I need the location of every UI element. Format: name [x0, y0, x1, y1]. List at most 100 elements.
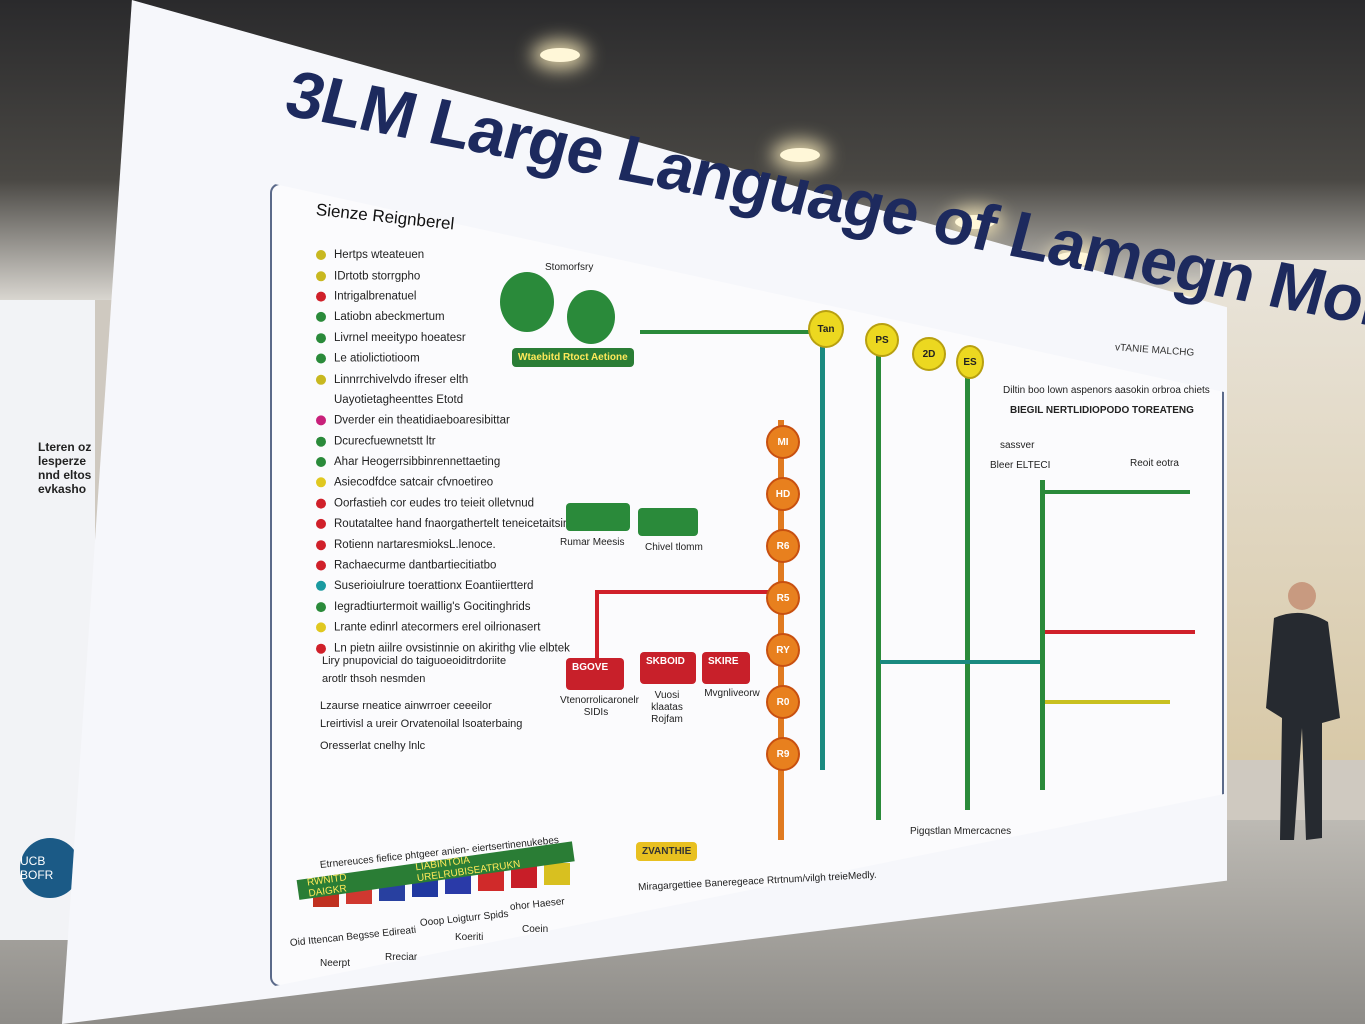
yellow-node: ES — [956, 345, 984, 379]
station-node: MI — [766, 425, 800, 459]
red-box-caption: Vuosi klaatas Rojfam — [651, 690, 683, 725]
green-line — [1040, 490, 1190, 494]
red-box-caption: Vtenorrolicaronelr SIDIs — [560, 695, 639, 718]
legend-item: IDrtotb storrgpho — [316, 266, 570, 286]
legend-item: Iegradtiurtermoit waillig's Gocitinghrid… — [316, 597, 570, 617]
color-swatch — [511, 865, 537, 888]
legend-label: Rotienn nartaresmioksL.lenoce. — [334, 538, 496, 551]
legend-item: Livrnel meeitypo hoeatesr — [316, 328, 570, 348]
side-text-line: evkasho — [38, 482, 87, 496]
green-box-caption: Chivel tlomm — [645, 542, 703, 553]
legend-dot-icon — [316, 270, 326, 281]
legend-dot-icon — [316, 622, 326, 633]
legend-label: Latiobn abeckmertum — [334, 311, 445, 324]
red-box-caption: Mvgnliveorw — [704, 688, 760, 699]
station-node: R6 — [766, 529, 800, 563]
side-text-line: nnd eltos — [38, 468, 92, 482]
legend-dot-icon — [316, 353, 326, 364]
legend-dot-icon — [316, 498, 326, 509]
legend-label: Iegradtiurtermoit waillig's Gocitinghrid… — [334, 600, 531, 613]
legend-dot-icon — [316, 560, 326, 571]
yellow-node: PS — [865, 323, 899, 357]
legend-dot-icon — [316, 457, 326, 468]
top-label: Stomorfsry — [545, 262, 594, 273]
red-line — [1040, 630, 1195, 634]
green-box-caption: Rumar Meesis — [560, 537, 625, 548]
green-box — [566, 503, 630, 531]
legend-item: Ahar Heogerrsibbinrennettaeting — [316, 452, 570, 472]
legend-label: Ln pietn aiilre ovsistinnie on akirithg … — [334, 642, 570, 655]
legend-label: Dcurecfuewnetstt ltr — [334, 435, 436, 448]
legend-label: Intrigalbrenatuel — [334, 290, 417, 303]
logo-text: UCB BOFR — [20, 854, 54, 882]
legend-note: Liry pnupovicial do taiguoeoiditrdoriite — [322, 655, 507, 667]
right-caption: Pigqstlan Mmercacnes — [910, 826, 1012, 837]
green-line — [876, 340, 881, 820]
side-panel-text: Lteren oz lesperze nnd eltos evkasho — [38, 440, 91, 496]
green-banner: Wtaebitd Rtoct Aetione — [512, 348, 634, 367]
station-node: RY — [766, 633, 800, 667]
right-text: Diltin boo lown aspenors aasokin orbroa … — [1003, 385, 1210, 396]
legend-dot-icon — [316, 519, 326, 530]
legend-item: Linnrrchivelvdo ifreser elth — [316, 369, 570, 389]
teal-line — [880, 660, 1040, 664]
green-circle-node — [500, 272, 554, 332]
legend-dot-icon — [316, 436, 326, 447]
legend-dot-icon — [316, 539, 326, 550]
legend-item: Rotienn nartaresmioksL.lenoce. — [316, 535, 570, 555]
legend-item: Asiecodfdce satcair cfvnoetireo — [316, 473, 570, 493]
person-standing — [1266, 582, 1340, 840]
ceiling-light — [780, 148, 820, 162]
green-line — [1040, 480, 1045, 790]
right-text: BIEGIL NERTLIDIOPODO TOREATENG — [1010, 405, 1194, 416]
legend-label: Linnrrchivelvdo ifreser elth — [334, 373, 469, 386]
side-text-line: Lteren oz — [38, 440, 92, 454]
legend-label: Dverder ein theatidiaeboaresibittar — [334, 414, 510, 427]
legend-item: Latiobn abeckmertum — [316, 307, 570, 327]
teal-line — [820, 330, 825, 770]
legend-item: Dverder ein theatidiaeboaresibittar — [316, 411, 570, 431]
legend-footer: Lreirtivisl a ureir Orvatenoilal lsoater… — [320, 718, 523, 730]
green-line — [965, 360, 970, 810]
yellow-box: ZVANTHIE — [636, 842, 698, 861]
green-line — [640, 330, 820, 334]
legend-dot-icon — [316, 250, 326, 261]
legend-label: Le atiolictiotioom — [334, 352, 420, 365]
legend-item: Suserioiulrure toerattionx Eoantiiertter… — [316, 576, 570, 596]
yellow-node: Tan — [808, 310, 844, 348]
legend-label: Ahar Heogerrsibbinrennettaeting — [334, 456, 501, 469]
legend-label: Livrnel meeitypo hoeatesr — [334, 331, 466, 344]
green-box — [638, 508, 698, 536]
bottom-label: Koeriti — [455, 932, 484, 943]
legend-item: Lrante edinrl atecormers erel oilrionase… — [316, 617, 570, 637]
legend-dot-icon — [316, 374, 326, 385]
bottom-label: Coein — [522, 924, 549, 935]
legend-item: Rachaecurme dantbartiecitiatbo — [316, 555, 570, 575]
bottom-label: Rreciar — [385, 952, 418, 963]
red-box: SKIRE — [702, 652, 750, 684]
legend-footer: Oresserlat cnelhy lnlc — [320, 740, 426, 752]
legend-label: IDrtotb storrgpho — [334, 269, 421, 282]
legend-dot-icon — [316, 332, 326, 343]
side-text-line: lesperze — [38, 454, 87, 468]
legend-item: Intrigalbrenatuel — [316, 286, 570, 306]
legend-item: Ln pietn aiilre ovsistinnie on akirithg … — [316, 638, 570, 658]
legend-label: Suserioiulrure toerattionx Eoantiiertter… — [334, 580, 534, 593]
station-node: R0 — [766, 685, 800, 719]
station-node: HD — [766, 477, 800, 511]
legend-item: Hertps wteateuen — [316, 245, 570, 265]
station-node: R9 — [766, 737, 800, 771]
legend-item: Le atiolictiotioom — [316, 348, 570, 368]
red-line — [595, 590, 780, 594]
legend-item: Routataltee hand fnaorgathertelt teneice… — [316, 514, 570, 534]
legend-label: Rachaecurme dantbartiecitiatbo — [334, 559, 497, 572]
legend-footer: Lzaurse rneatice ainwrroer ceeeilor — [320, 700, 492, 712]
legend-item: Oorfastieh cor eudes tro teieit olletvnu… — [316, 493, 570, 513]
right-text: sassver — [1000, 440, 1035, 451]
bottom-label: Neerpt — [320, 958, 351, 969]
legend-dot-icon — [316, 395, 326, 405]
orange-line — [778, 420, 784, 840]
legend-dot-icon — [316, 601, 326, 612]
legend-dot-icon — [316, 291, 326, 302]
